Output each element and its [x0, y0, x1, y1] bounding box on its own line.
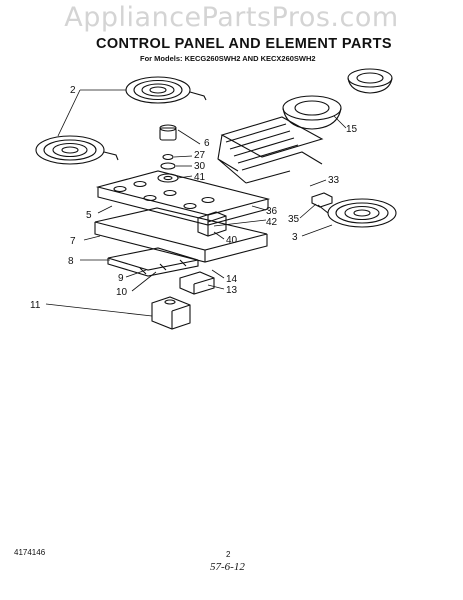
callout-labels: 2 6 27 30 41 15 33 5 36 42 7 35 3 40 8 9…: [30, 85, 358, 311]
callout-15: 15: [346, 124, 358, 135]
control-knob: [159, 124, 177, 141]
callout-27: 27: [194, 150, 206, 161]
callout-42: 42: [266, 217, 278, 228]
handwritten-note: 57-6-12: [210, 561, 245, 573]
surface-element-left: [35, 135, 119, 165]
callout-7: 7: [70, 236, 76, 247]
callout-33: 33: [328, 175, 340, 186]
surface-element-top: [125, 76, 207, 104]
callout-5: 5: [86, 210, 92, 221]
callout-36: 36: [266, 206, 278, 217]
callout-30: 30: [194, 161, 206, 172]
page-number: 2: [226, 550, 231, 559]
callout-8: 8: [68, 256, 74, 267]
drip-bowl-large: [282, 95, 342, 130]
callout-2: 2: [70, 85, 76, 96]
diagram-subtitle: For Models: KECG260SWH2 AND KECX260SWH2: [140, 54, 316, 63]
part-number: 4174146: [14, 548, 46, 557]
diagram-title: CONTROL PANEL AND ELEMENT PARTS: [96, 36, 392, 52]
leader-lines: [45, 89, 347, 317]
switch-bracket: [107, 247, 199, 277]
oven-element: [217, 116, 324, 184]
relay: [179, 271, 215, 295]
callout-35: 35: [288, 214, 300, 225]
callout-40: 40: [226, 235, 238, 246]
callout-3: 3: [292, 232, 298, 243]
knob-spring: [157, 153, 179, 183]
callout-10: 10: [116, 287, 128, 298]
callout-11: 11: [30, 300, 41, 311]
callout-14: 14: [226, 274, 238, 285]
callout-41: 41: [194, 172, 206, 183]
drip-bowl-small: [347, 68, 393, 94]
transformer: [151, 296, 191, 330]
callout-6: 6: [204, 138, 210, 149]
element-receptacle: [311, 192, 333, 208]
panel-base: [94, 207, 268, 263]
watermark: AppliancePartsPros.com: [64, 2, 399, 33]
callout-9: 9: [118, 273, 124, 284]
terminal-block: [197, 211, 227, 237]
surface-element-right: [317, 198, 397, 228]
callout-13: 13: [226, 285, 238, 296]
control-panel: [95, 170, 271, 226]
